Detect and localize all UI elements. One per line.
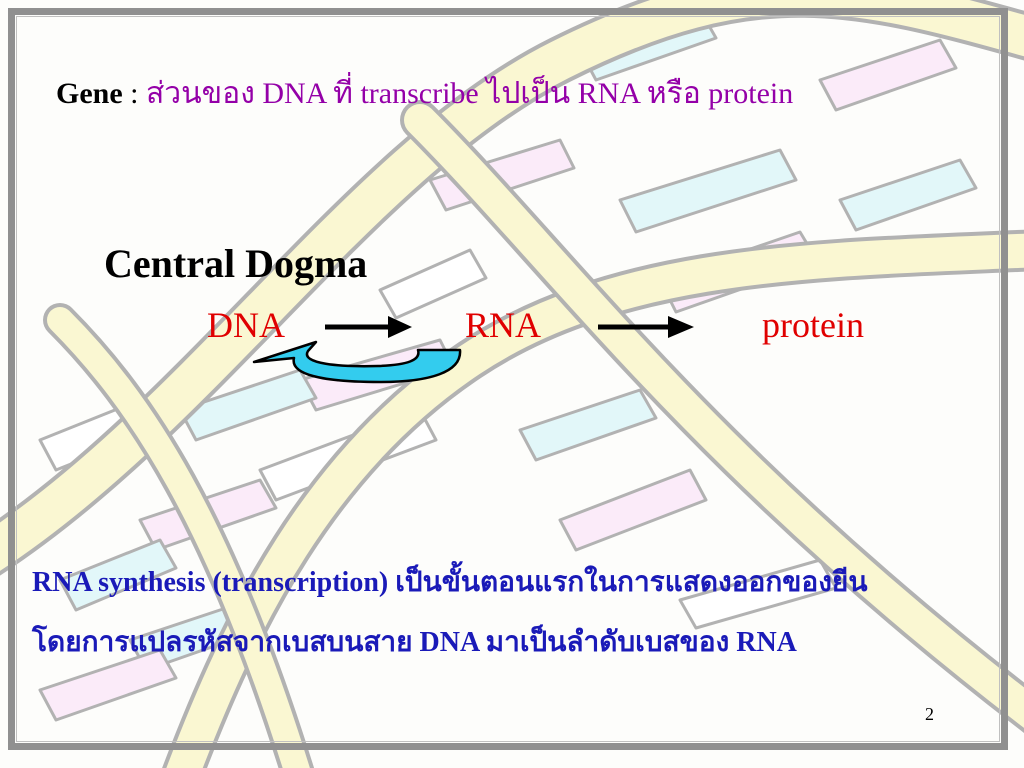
protein-label: protein xyxy=(762,305,864,345)
dna-label: DNA xyxy=(207,305,285,345)
gene-separator: : xyxy=(122,77,146,110)
gene-definition-text: ส่วนของ DNA ที่ transcribe ไปเป็น RNA หร… xyxy=(146,77,794,110)
slide-border xyxy=(8,8,1008,750)
page-number: 2 xyxy=(925,704,934,724)
central-dogma-title: Central Dogma xyxy=(104,241,368,286)
rna-label: RNA xyxy=(465,305,542,345)
slide-inner-border xyxy=(16,16,1000,742)
transcription-paragraph-line-1: RNA synthesis (transcription) เป็นขั้นตอ… xyxy=(32,567,868,598)
curved-loop-arrow-icon xyxy=(252,340,462,384)
right-arrow-icon xyxy=(598,316,694,338)
right-arrow-icon xyxy=(325,316,412,338)
transcription-paragraph-line-2: โดยการแปลรหัสจากเบสบนสาย DNA มาเป็นลำดับ… xyxy=(32,627,797,658)
gene-term: Gene xyxy=(56,77,123,110)
gene-definition: Gene : ส่วนของ DNA ที่ transcribe ไปเป็น… xyxy=(56,70,793,117)
